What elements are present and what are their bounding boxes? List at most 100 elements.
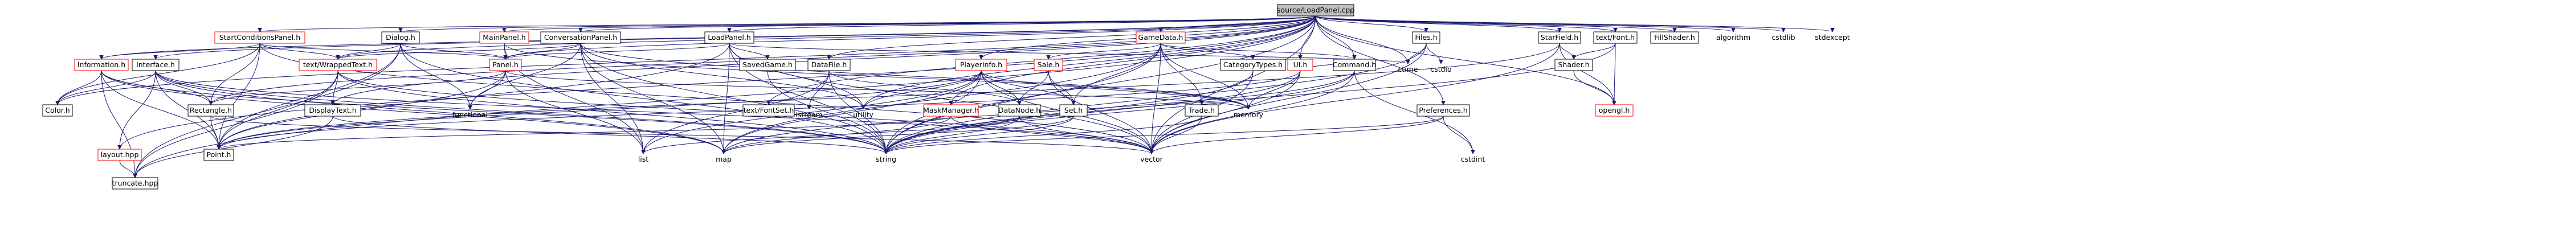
edge-command-to-string: [886, 70, 1355, 154]
node-label-dialog: Dialog.h: [386, 33, 415, 42]
node-trade[interactable]: Trade.h: [1185, 104, 1219, 117]
node-truncate[interactable]: truncate.hpp: [112, 177, 158, 190]
node-box-panel: [489, 59, 522, 71]
node-label-data-node: DataNode.h: [998, 106, 1040, 114]
node-main-panel[interactable]: MainPanel.h: [479, 31, 529, 44]
edge-rectangle-to-point: [210, 116, 219, 149]
node-label-files: Files.h: [1415, 33, 1437, 42]
node-information[interactable]: Information.h: [74, 59, 129, 71]
node-label-fill-shader: FillShader.h: [1654, 33, 1695, 42]
node-category-types[interactable]: CategoryTypes.h: [1220, 59, 1286, 71]
node-color[interactable]: Color.h: [42, 104, 73, 117]
node-preferences[interactable]: Preferences.h: [1416, 104, 1470, 117]
edge-game_data-to-category_types: [1160, 43, 1253, 60]
node-label-color: Color.h: [45, 106, 70, 114]
node-cstdio: cstdio: [1430, 65, 1451, 73]
node-command[interactable]: Command.h: [1333, 59, 1376, 71]
node-data-node[interactable]: DataNode.h: [998, 104, 1041, 117]
edge-start_conditions-to-color: [58, 43, 260, 105]
edge-panel-to-list: [505, 70, 643, 154]
node-conversation-panel[interactable]: ConversationPanel.h: [540, 31, 621, 44]
node-label-saved-game: SavedGame.h: [742, 60, 793, 69]
node-font-set[interactable]: text/FontSet.h: [742, 104, 795, 117]
node-box-point: [203, 149, 234, 161]
edge-root-to-conversation_panel: [581, 15, 1316, 32]
edge-wrapped_text-to-point: [219, 70, 338, 149]
node-label-conversation-panel: ConversationPanel.h: [544, 33, 617, 42]
node-box-shader: [1554, 59, 1593, 71]
edge-text_font-to-shader: [1574, 43, 1616, 60]
node-files[interactable]: Files.h: [1412, 31, 1440, 44]
node-interface[interactable]: Interface.h: [132, 59, 179, 71]
edge-main_panel-to-list: [504, 43, 643, 154]
node-box-starfield: [1538, 31, 1581, 44]
node-ui[interactable]: UI.h: [1287, 59, 1313, 71]
edge-root-to-data_file: [829, 15, 1316, 60]
node-label-display-text: DisplayText.h: [309, 106, 356, 114]
edge-root-to-command: [1315, 15, 1354, 59]
edge-root-to-vector: [1152, 15, 1316, 154]
node-game-data[interactable]: GameData.h: [1136, 31, 1186, 44]
edge-ui-to-memory: [1248, 70, 1301, 109]
node-box-sale: [1034, 59, 1063, 71]
node-label-opengl: opengl.h: [1599, 106, 1630, 114]
node-data-file[interactable]: DataFile.h: [807, 59, 851, 71]
edge-data_node-to-list: [643, 116, 1020, 154]
node-box-load-panel: [704, 31, 754, 44]
node-label-category-types: CategoryTypes.h: [1223, 60, 1283, 69]
node-label-sale: Sale.h: [1038, 60, 1060, 69]
edge-game_data-to-map: [724, 43, 1161, 154]
edge-root-to-starfield: [1315, 15, 1560, 32]
node-box-information: [74, 59, 129, 71]
node-load-panel[interactable]: LoadPanel.h: [704, 31, 754, 44]
edge-load_panel-to-utility: [729, 43, 863, 109]
node-label-font-set: text/FontSet.h: [744, 106, 794, 114]
edge-root-to-ctime: [1315, 15, 1408, 64]
node-box-conversation-panel: [540, 31, 621, 44]
edge-data_file-to-istream: [809, 70, 830, 109]
node-starfield[interactable]: StarField.h: [1538, 31, 1581, 44]
node-mask-manager[interactable]: MaskManager.h: [923, 104, 979, 117]
edge-dialog-to-functional: [400, 43, 470, 109]
node-set[interactable]: Set.h: [1059, 104, 1088, 117]
edge-player_info-to-map: [724, 70, 982, 154]
edge-interface-to-rectangle: [155, 70, 211, 105]
node-panel[interactable]: Panel.h: [489, 59, 522, 71]
node-vector: vector: [1140, 155, 1164, 163]
node-label-preferences: Preferences.h: [1419, 106, 1467, 114]
edge-information-to-string: [101, 70, 886, 154]
node-box-saved-game: [739, 59, 796, 71]
node-rectangle[interactable]: Rectangle.h: [187, 104, 234, 117]
node-opengl[interactable]: opengl.h: [1595, 104, 1634, 117]
node-shader[interactable]: Shader.h: [1554, 59, 1593, 71]
node-dialog[interactable]: Dialog.h: [381, 31, 420, 44]
edge-conversation_panel-to-panel: [505, 43, 581, 60]
edge-panel-to-point: [219, 70, 506, 149]
edge-start_conditions-to-point: [219, 43, 260, 149]
edge-shader-to-opengl: [1573, 70, 1614, 105]
edge-conversation_panel-to-utility: [580, 43, 863, 109]
edge-starfield-to-opengl: [1559, 43, 1614, 105]
edge-conversation_panel-to-map: [580, 43, 724, 154]
edge-root-to-opengl: [1315, 15, 1614, 105]
edge-layout-to-truncate: [119, 160, 135, 178]
node-fill-shader[interactable]: FillShader.h: [1650, 31, 1699, 44]
node-saved-game[interactable]: SavedGame.h: [739, 59, 796, 71]
node-wrapped-text[interactable]: text/WrappedText.h: [299, 59, 377, 71]
node-box-truncate: [112, 177, 158, 190]
node-display-text[interactable]: DisplayText.h: [304, 104, 361, 117]
node-start-conditions[interactable]: StartConditionsPanel.h: [214, 31, 305, 44]
node-text-font[interactable]: text/Font.h: [1593, 31, 1638, 44]
node-box-category-types: [1220, 59, 1286, 71]
node-label-mask-manager: MaskManager.h: [923, 106, 979, 114]
node-player-info[interactable]: PlayerInfo.h: [955, 59, 1007, 71]
node-string: string: [876, 155, 896, 163]
node-root[interactable]: source/LoadPanel.cpp: [1277, 4, 1354, 17]
node-layout[interactable]: layout.hpp: [97, 149, 142, 161]
edge-player_info-to-set: [981, 70, 1073, 105]
node-label-algorithm: algorithm: [1716, 33, 1750, 42]
edge-ui-to-vector: [1152, 70, 1301, 154]
node-box-files: [1412, 31, 1440, 44]
node-point[interactable]: Point.h: [203, 149, 234, 161]
node-sale[interactable]: Sale.h: [1034, 59, 1063, 71]
